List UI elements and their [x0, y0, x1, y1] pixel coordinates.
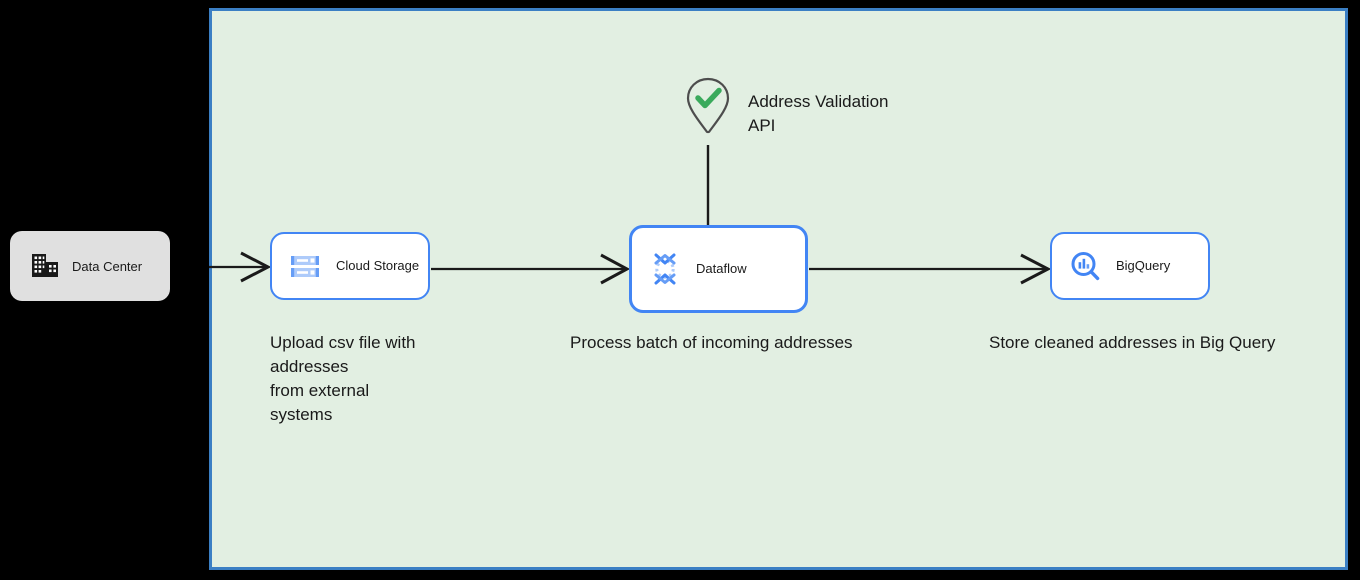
cloud-storage-icon	[288, 249, 322, 283]
map-pin-check-icon	[686, 77, 730, 134]
node-data-center[interactable]: Data Center	[10, 231, 170, 301]
data-center-building-icon	[30, 251, 60, 281]
node-cloud-storage[interactable]: Cloud Storage	[270, 232, 430, 300]
dataflow-icon	[648, 252, 682, 286]
caption-process: Process batch of incoming addresses	[570, 333, 853, 352]
node-bigquery[interactable]: BigQuery	[1050, 232, 1210, 300]
caption-upload: Upload csv file with addresses from exte…	[270, 333, 416, 424]
caption-store: Store cleaned addresses in Big Query	[989, 333, 1276, 352]
address-validation-api-label: Address Validation API	[748, 92, 889, 135]
node-label-data-center: Data Center	[72, 258, 143, 274]
bigquery-magnifier-icon	[1068, 249, 1102, 283]
node-label-bigquery: BigQuery	[1116, 258, 1171, 273]
node-dataflow[interactable]: Dataflow	[629, 225, 808, 313]
node-label-cloud-storage: Cloud Storage	[336, 258, 420, 273]
node-label-dataflow: Dataflow	[696, 261, 747, 276]
